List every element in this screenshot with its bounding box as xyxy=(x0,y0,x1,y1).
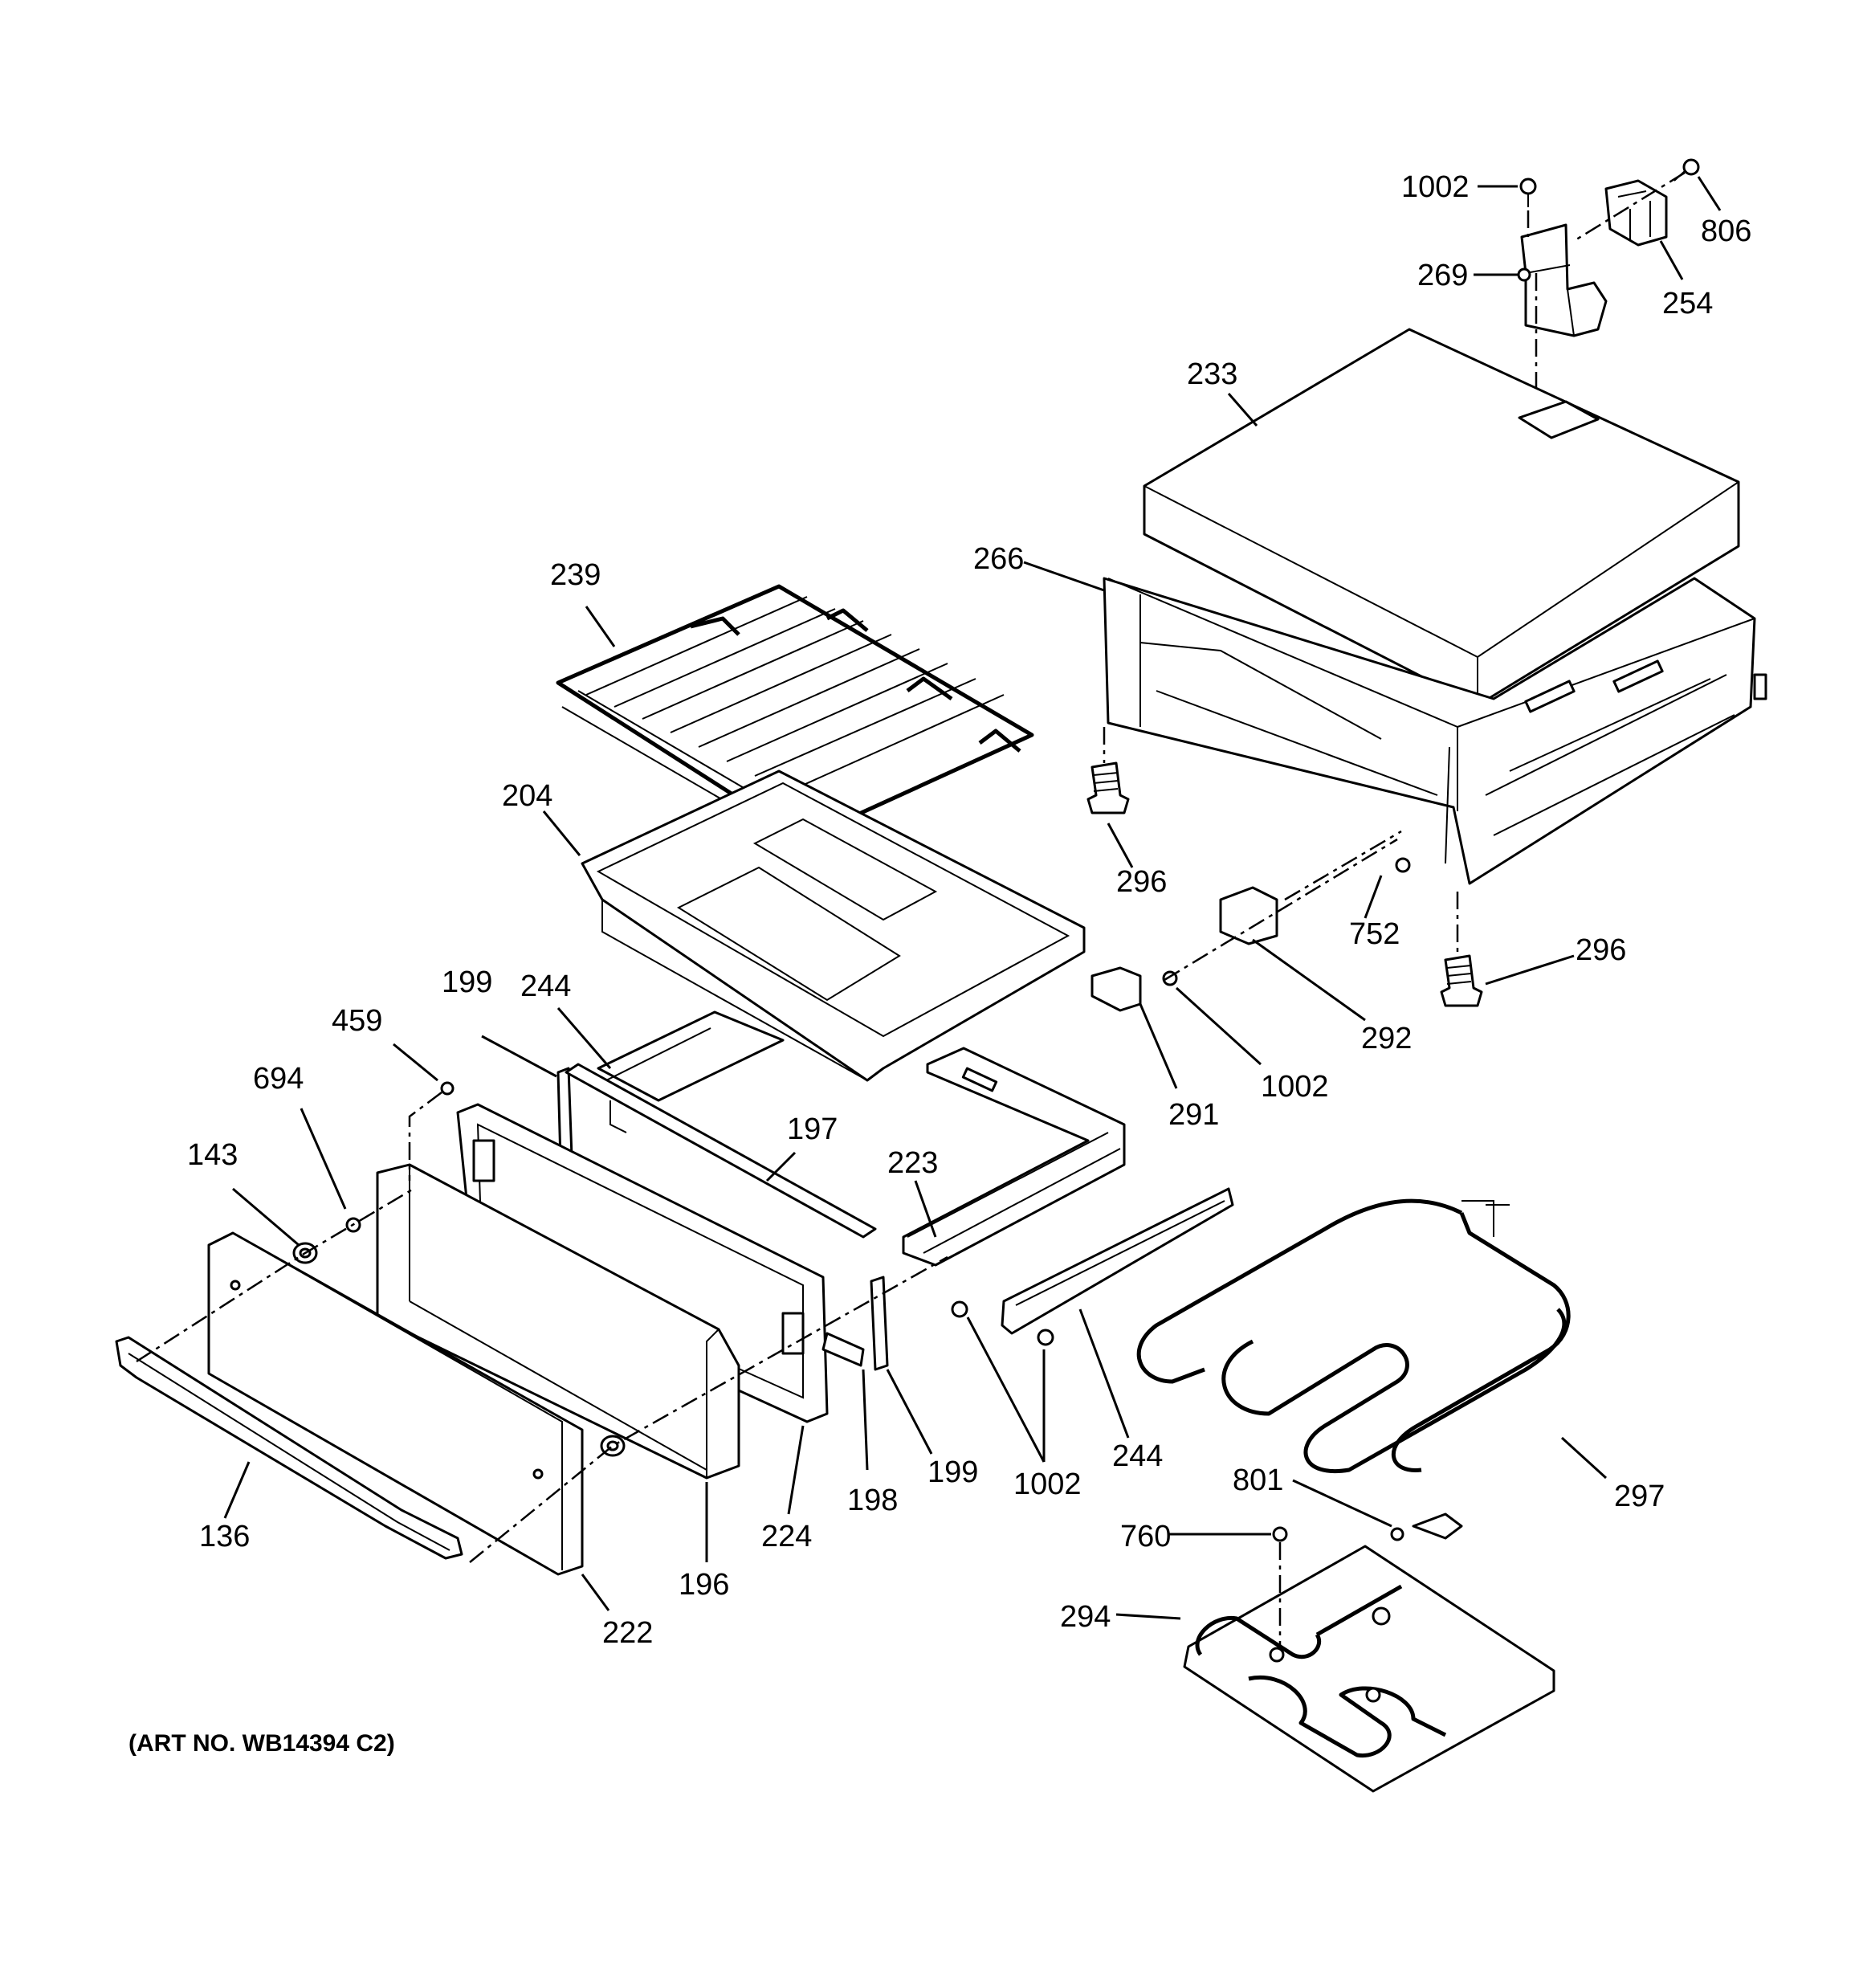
callout-198: 198 xyxy=(847,1484,898,1517)
callout-223: 223 xyxy=(887,1146,938,1180)
callout-266: 266 xyxy=(973,542,1024,576)
callout-244-top: 244 xyxy=(520,970,571,1003)
part-239-oven-rack xyxy=(556,584,1034,842)
callout-1002-mid: 1002 xyxy=(1261,1070,1329,1104)
callout-1002-top: 1002 xyxy=(1401,170,1470,204)
callout-244-bottom: 244 xyxy=(1112,1439,1163,1473)
part-197-drawer-top-rail xyxy=(565,1063,877,1239)
part-199-side-strip-right xyxy=(870,1276,889,1371)
part-294-bake-element-plate xyxy=(1183,1545,1555,1793)
part-136-drawer-handle xyxy=(115,1336,463,1560)
art-number: (ART NO. WB14394 C2) xyxy=(128,1730,395,1757)
part-198-drawer-strip xyxy=(821,1332,865,1367)
part-292-drawer-bracket xyxy=(1219,886,1278,945)
part-266-oven-frame xyxy=(1103,577,1767,885)
part-1002-screw-lower-left xyxy=(951,1300,968,1318)
callout-292: 292 xyxy=(1361,1022,1412,1055)
part-1002-screw-top xyxy=(1519,178,1537,207)
callout-291: 291 xyxy=(1168,1098,1219,1132)
part-254-terminal-block xyxy=(1604,179,1668,247)
callout-296-right: 296 xyxy=(1576,933,1626,967)
part-1002-screw-lower-right xyxy=(1037,1329,1054,1346)
callout-199-bottom: 199 xyxy=(927,1455,978,1489)
callout-254: 254 xyxy=(1662,287,1713,320)
callout-136: 136 xyxy=(199,1520,250,1553)
part-244-drawer-slide-upper xyxy=(597,1010,785,1133)
callout-801: 801 xyxy=(1233,1463,1283,1497)
callout-233: 233 xyxy=(1187,357,1237,391)
callout-222: 222 xyxy=(602,1616,653,1650)
part-204-broiler-pan xyxy=(581,769,1086,1082)
callout-296-left: 296 xyxy=(1116,865,1167,899)
callout-143: 143 xyxy=(187,1138,238,1172)
callout-752: 752 xyxy=(1349,917,1400,951)
callout-196: 196 xyxy=(679,1568,729,1602)
callout-269: 269 xyxy=(1417,259,1468,292)
part-291-drawer-bracket xyxy=(1090,966,1142,1012)
callout-806: 806 xyxy=(1701,214,1751,248)
callout-labels: 1002 806 269 254 233 266 239 204 296 296… xyxy=(187,170,1751,1650)
callout-294: 294 xyxy=(1060,1600,1111,1634)
part-296-leveling-leg-right xyxy=(1440,954,1483,1007)
callout-224: 224 xyxy=(761,1520,812,1553)
part-269-bracket xyxy=(1517,223,1608,337)
callout-760: 760 xyxy=(1120,1520,1171,1553)
part-801-terminal xyxy=(1390,1512,1463,1541)
part-244-drawer-slide-lower xyxy=(1001,1187,1234,1335)
callout-694: 694 xyxy=(253,1062,304,1096)
part-233-insulation-blanket xyxy=(1143,328,1740,707)
part-752-nut xyxy=(1395,857,1411,873)
part-222-drawer-front-panel xyxy=(207,1231,584,1576)
part-760-screw xyxy=(1272,1526,1288,1542)
leader-lines xyxy=(223,176,1722,1620)
callout-297: 297 xyxy=(1614,1480,1665,1513)
part-223-drawer-frame-side xyxy=(902,1047,1126,1267)
part-296-leveling-leg-left xyxy=(1086,761,1130,814)
callout-239: 239 xyxy=(550,558,601,592)
part-459-screw xyxy=(440,1081,455,1096)
callout-197: 197 xyxy=(787,1112,838,1146)
callout-204: 204 xyxy=(502,779,552,813)
callout-459: 459 xyxy=(332,1004,382,1038)
callout-199-top: 199 xyxy=(442,965,492,999)
callout-1002-bottom: 1002 xyxy=(1013,1468,1082,1501)
part-297-broil-element xyxy=(1136,1198,1571,1473)
